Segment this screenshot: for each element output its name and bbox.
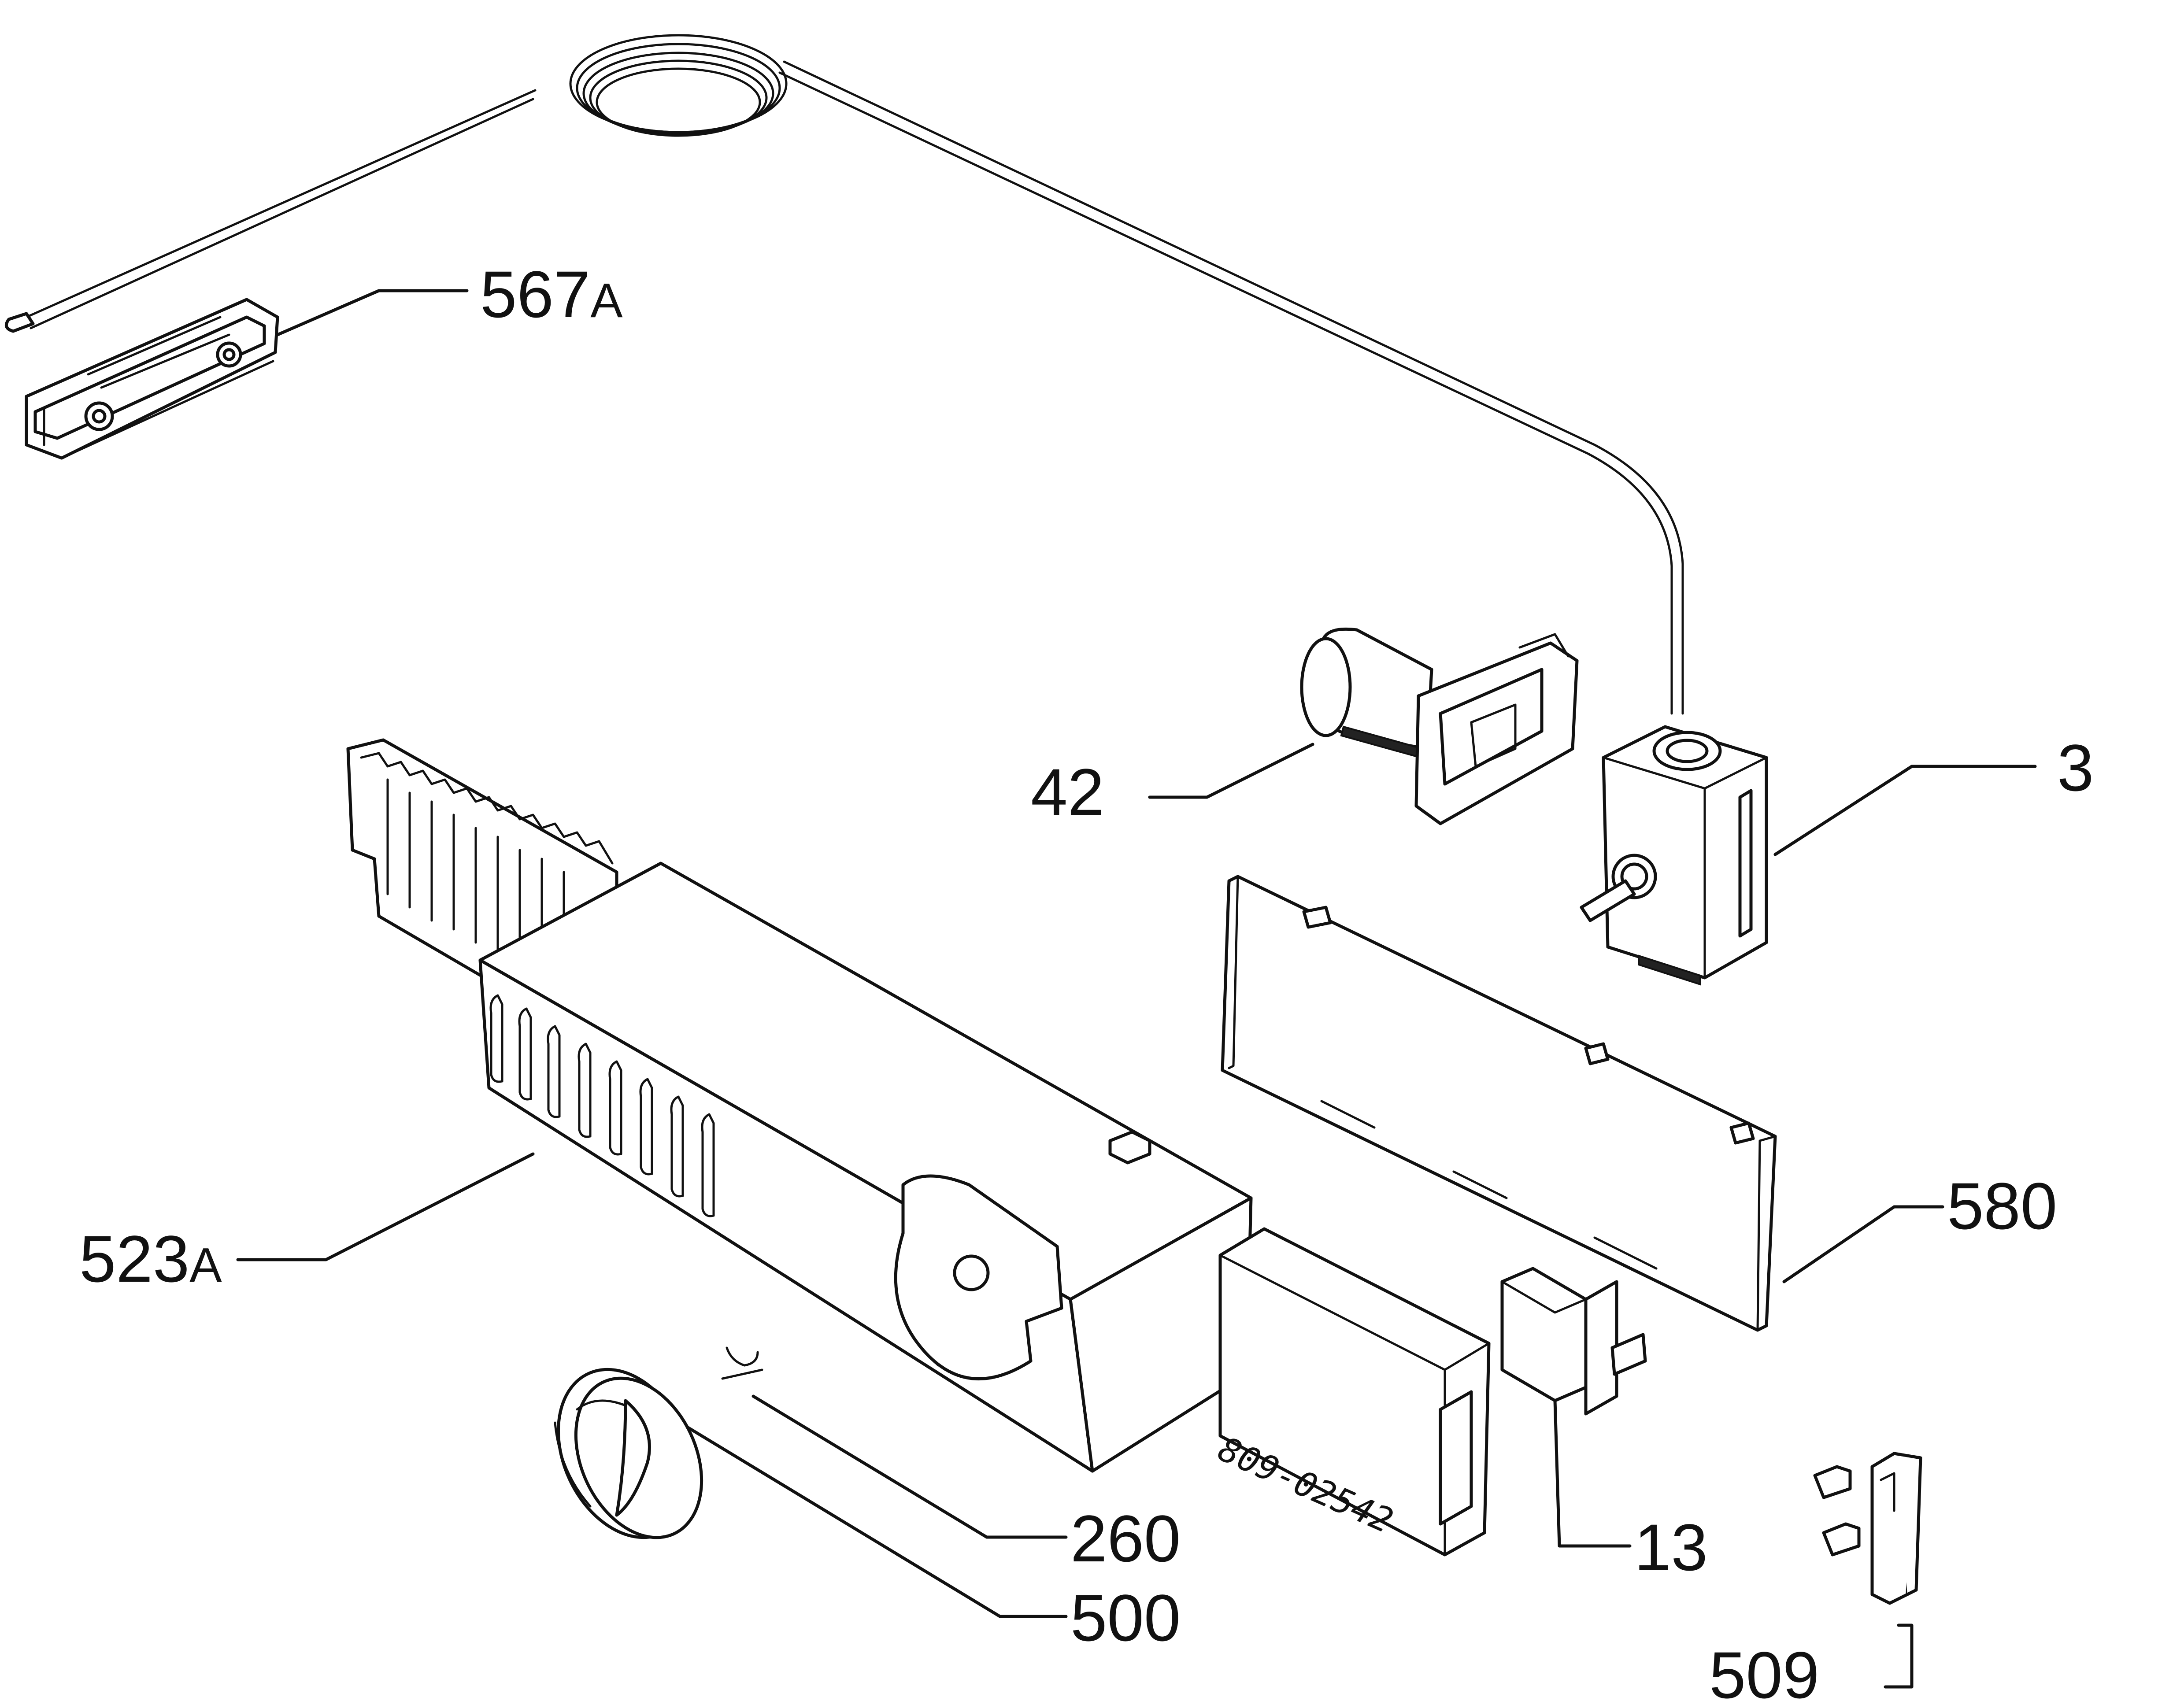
label-42: 42: [1031, 755, 1104, 829]
svg-text:523A: 523A: [79, 1222, 222, 1296]
part-523a-housing: [346, 738, 1253, 1473]
label-500: 500: [1070, 1581, 1181, 1655]
part-567a-bracket: [25, 298, 279, 460]
part-13-switch: [1500, 1267, 1647, 1416]
part-580-cover-plate: [1221, 875, 1777, 1332]
leader-lines: [236, 289, 2037, 1689]
label-13: 13: [1634, 1510, 1708, 1584]
capillary-tube: [4, 34, 1684, 715]
part-260-wire-clip: [721, 1346, 763, 1380]
part-switch-cover-box: 809-02542: [1212, 1227, 1491, 1557]
label-567a: 567A: [480, 257, 623, 331]
label-509: 509: [1709, 1638, 1819, 1701]
part-500-knob: [554, 1368, 703, 1539]
part-3-thermostat: [1580, 725, 1768, 986]
label-580: 580: [1947, 1169, 2057, 1243]
svg-text:567A: 567A: [480, 257, 623, 331]
callout-labels: 567A 42 3 580 523A 260 500 13 509: [79, 257, 2094, 1701]
part-42-lamp-holder: [1300, 627, 1579, 825]
label-523a: 523A: [79, 1222, 222, 1296]
label-567a-number: 567: [480, 257, 590, 331]
label-523a-number: 523: [79, 1222, 189, 1296]
label-523a-suffix: A: [189, 1238, 222, 1292]
label-3: 3: [2057, 731, 2094, 805]
part-509-bracket: [1813, 1452, 1922, 1605]
label-567a-suffix: A: [590, 274, 623, 328]
label-260: 260: [1070, 1501, 1181, 1575]
